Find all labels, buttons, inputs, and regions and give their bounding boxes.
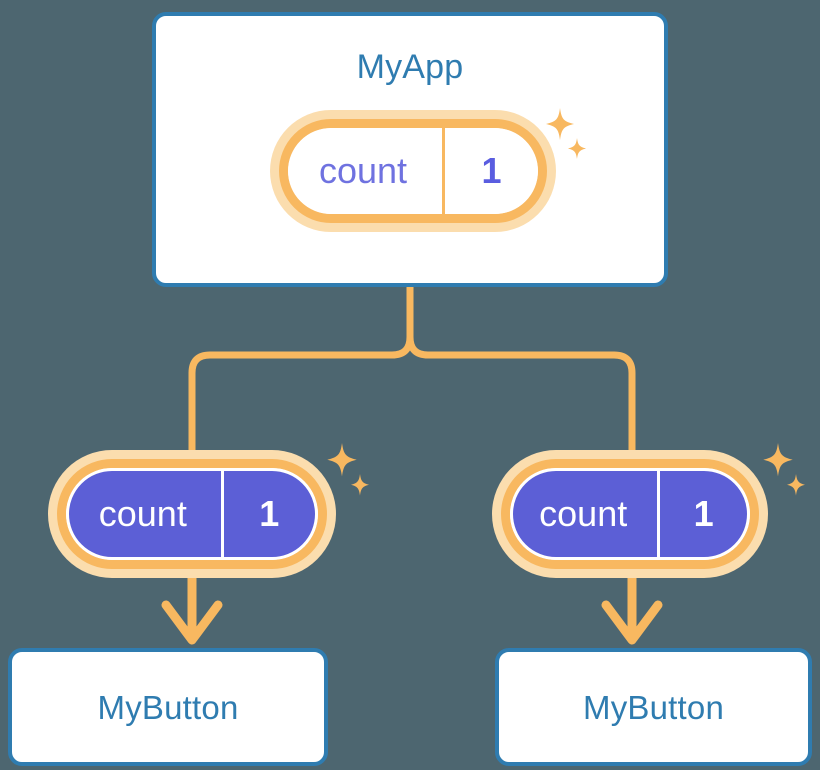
component-card-mybutton-right[interactable]: MyButton bbox=[495, 648, 812, 766]
state-pill-value: 1 bbox=[657, 471, 747, 557]
state-pill-myapp-count[interactable]: count 1 bbox=[270, 110, 556, 232]
component-card-mybutton-left-title: MyButton bbox=[97, 688, 239, 726]
state-pill-body: count 1 bbox=[510, 468, 750, 560]
state-pill-ring: count 1 bbox=[279, 119, 547, 223]
state-pill-key: count bbox=[318, 150, 408, 191]
connector-root-to-left-pill bbox=[188, 283, 414, 454]
state-pill-left-count[interactable]: count 1 bbox=[48, 450, 336, 578]
state-pill-ring: count 1 bbox=[57, 459, 327, 569]
state-pill-key: count bbox=[98, 493, 187, 534]
state-pill-right-count[interactable]: count 1 bbox=[492, 450, 768, 578]
component-card-myapp-title: MyApp bbox=[356, 48, 464, 86]
arrow-left-head-icon bbox=[161, 600, 223, 645]
arrow-right-head-icon bbox=[601, 600, 663, 645]
state-pill-body: count 1 bbox=[288, 128, 538, 214]
sparkle-large-icon-right bbox=[763, 443, 805, 496]
component-card-mybutton-left[interactable]: MyButton bbox=[8, 648, 328, 766]
state-pill-value: 1 bbox=[442, 128, 538, 214]
connector-root-to-right-pill bbox=[406, 283, 636, 454]
state-pill-key: count bbox=[539, 493, 628, 534]
state-pill-ring: count 1 bbox=[501, 459, 759, 569]
component-card-mybutton-right-title: MyButton bbox=[583, 688, 724, 726]
state-pill-body: count 1 bbox=[66, 468, 318, 560]
state-pill-value: 1 bbox=[220, 471, 315, 557]
